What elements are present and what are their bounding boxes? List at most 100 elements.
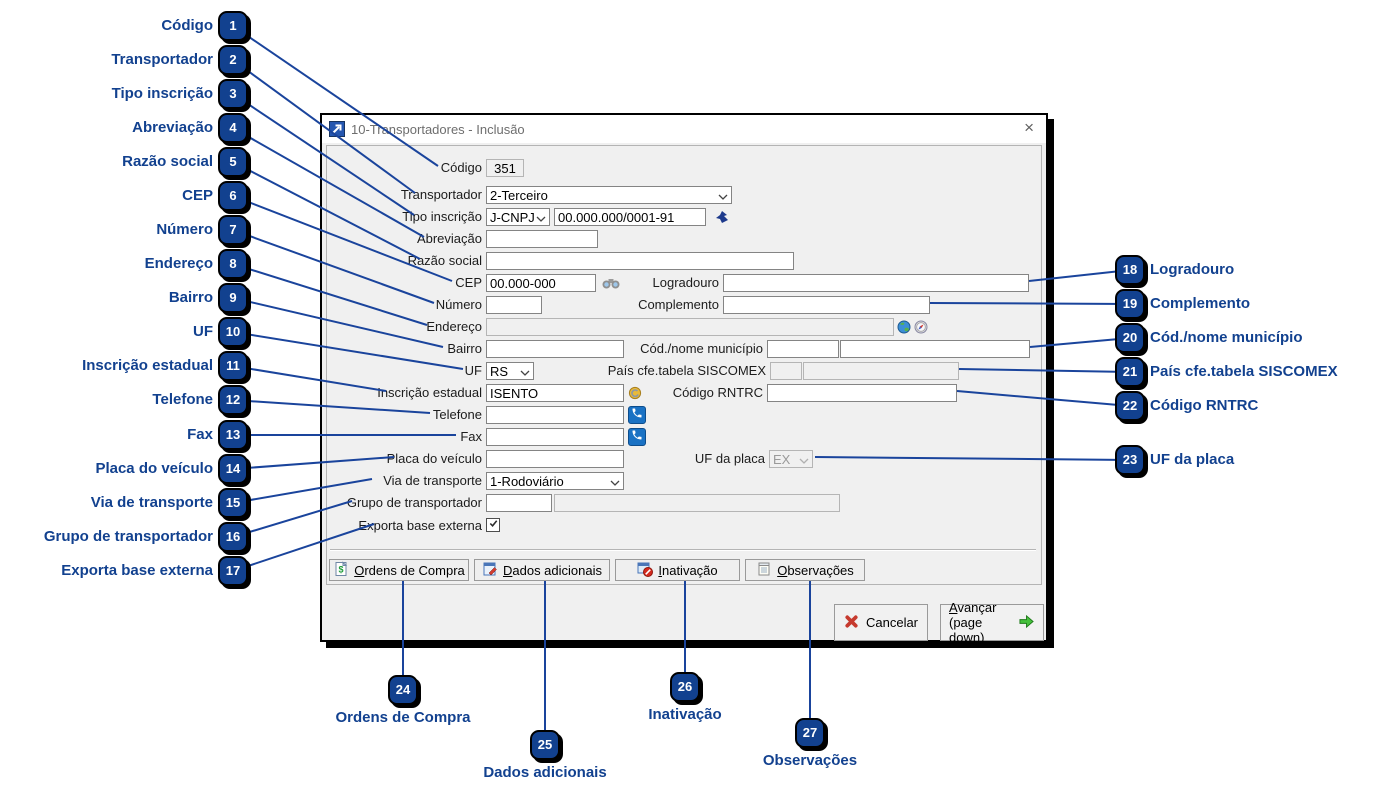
- chevron-down-icon: [536, 210, 546, 225]
- ordens-de-compra-button[interactable]: $ Ordens de Compra: [329, 559, 469, 581]
- via-transporte-select[interactable]: 1-Rodoviário: [486, 472, 624, 490]
- abreviacao-input[interactable]: [486, 230, 598, 248]
- exporta-base-externa-label: Exporta base externa: [358, 518, 482, 533]
- callout-label-16: Grupo de transportador: [43, 528, 213, 545]
- dados-adicionais-button[interactable]: Dados adicionais: [474, 559, 610, 581]
- callout-badge-13: 13: [218, 420, 248, 450]
- callout-badge-15: 15: [218, 488, 248, 518]
- grupo-codigo-input[interactable]: [486, 494, 552, 512]
- telefone-input[interactable]: [486, 406, 624, 424]
- ie-lookup-coin-icon[interactable]: [628, 385, 642, 401]
- grupo-nome-field[interactable]: [554, 494, 840, 512]
- chevron-down-icon: [718, 188, 728, 203]
- cnpj-lookup-icon[interactable]: [714, 209, 730, 225]
- edit-page-icon: [482, 561, 498, 580]
- complemento-input[interactable]: [723, 296, 930, 314]
- callout-label-10: UF: [193, 323, 213, 340]
- codigo-rntrc-label: Código RNTRC: [672, 385, 763, 400]
- callout-badge-21: 21: [1115, 357, 1145, 387]
- app-window-icon: [329, 121, 345, 137]
- municipio-codigo-input[interactable]: [767, 340, 839, 358]
- callout-label-13: Fax: [187, 426, 213, 443]
- exporta-base-externa-checkbox[interactable]: [486, 518, 500, 532]
- purchase-order-icon: $: [333, 560, 349, 580]
- chevron-down-icon: [610, 474, 620, 489]
- razao-social-label: Razão social: [407, 253, 482, 268]
- endereco-input[interactable]: [486, 318, 894, 336]
- callout-label-27: Observações: [762, 752, 858, 769]
- callout-label-22: Código RNTRC: [1150, 397, 1259, 414]
- pais-siscomex-nome-field[interactable]: [803, 362, 959, 380]
- svg-text:$: $: [339, 564, 344, 574]
- callout-badge-11: 11: [218, 351, 248, 381]
- callout-label-3: Tipo inscrição: [111, 85, 213, 102]
- callout-label-7: Número: [156, 221, 213, 238]
- avancar-button[interactable]: Avançar (page down): [940, 600, 1044, 645]
- callout-badge-22: 22: [1115, 391, 1145, 421]
- forward-arrow-icon: [1018, 614, 1035, 632]
- inscricao-estadual-input[interactable]: [486, 384, 624, 402]
- fax-input[interactable]: [486, 428, 624, 446]
- callout-label-1: Código: [161, 17, 213, 34]
- codigo-rntrc-input[interactable]: [767, 384, 957, 402]
- callout-label-6: CEP: [182, 187, 213, 204]
- municipio-nome-input[interactable]: [840, 340, 1030, 358]
- callout-label-11: Inscrição estadual: [82, 357, 213, 374]
- uf-label: UF: [464, 363, 482, 378]
- fax-label: Fax: [460, 429, 482, 444]
- tipo-inscricao-select[interactable]: J-CNPJ: [486, 208, 550, 226]
- fax-dial-button[interactable]: [628, 428, 646, 446]
- bairro-input[interactable]: [486, 340, 624, 358]
- cancelar-button[interactable]: Cancelar: [834, 604, 928, 641]
- logradouro-input[interactable]: [723, 274, 1029, 292]
- callout-badge-8: 8: [218, 249, 248, 279]
- phone-icon: [631, 406, 643, 424]
- callout-label-23: UF da placa: [1150, 451, 1235, 468]
- callout-badge-18: 18: [1115, 255, 1145, 285]
- callout-label-5: Razão social: [122, 153, 213, 170]
- callout-badge-16: 16: [218, 522, 248, 552]
- dialog-titlebar: 10-Transportadores - Inclusão ×: [322, 115, 1046, 143]
- numero-input[interactable]: [486, 296, 542, 314]
- grupo-transportador-label: Grupo de transportador: [346, 495, 482, 510]
- abreviacao-label: Abreviação: [416, 231, 482, 246]
- uf-placa-select[interactable]: EX: [769, 450, 813, 468]
- pais-siscomex-codigo-field[interactable]: [770, 362, 802, 380]
- placa-veiculo-label: Placa do veículo: [386, 451, 482, 466]
- cancel-x-icon: [844, 614, 859, 632]
- close-icon[interactable]: ×: [1024, 118, 1034, 137]
- razao-social-input[interactable]: [486, 252, 794, 270]
- cep-input[interactable]: [486, 274, 596, 292]
- placa-veiculo-input[interactable]: [486, 450, 624, 468]
- codigo-field[interactable]: [486, 159, 524, 177]
- dialog-title: 10-Transportadores - Inclusão: [351, 121, 525, 137]
- uf-placa-label: UF da placa: [694, 451, 765, 466]
- globe-icon[interactable]: [897, 319, 911, 335]
- uf-select[interactable]: RS: [486, 362, 534, 380]
- callout-label-2: Transportador: [111, 51, 213, 68]
- cnpj-number-input[interactable]: [554, 208, 706, 226]
- telefone-dial-button[interactable]: [628, 406, 646, 424]
- callout-label-4: Abreviação: [132, 119, 213, 136]
- callout-label-8: Endereço: [144, 255, 213, 272]
- callout-badge-23: 23: [1115, 445, 1145, 475]
- binoculars-icon[interactable]: [602, 275, 620, 291]
- observacoes-button[interactable]: Observações: [745, 559, 865, 581]
- transportador-select[interactable]: 2-Terceiro: [486, 186, 732, 204]
- compass-icon[interactable]: [914, 319, 928, 335]
- tipo-inscricao-label: Tipo inscrição: [402, 209, 482, 224]
- callout-label-14: Placa do veículo: [95, 460, 213, 477]
- callout-label-24: Ordens de Compra: [335, 709, 471, 726]
- logradouro-label: Logradouro: [652, 275, 720, 290]
- callout-label-21: País cfe.tabela SISCOMEX: [1150, 363, 1338, 380]
- callout-badge-27: 27: [795, 718, 825, 748]
- inativacao-button[interactable]: Inativação: [615, 559, 740, 581]
- callout-label-12: Telefone: [152, 391, 213, 408]
- callout-badge-5: 5: [218, 147, 248, 177]
- bairro-label: Bairro: [447, 341, 482, 356]
- callout-badge-17: 17: [218, 556, 248, 586]
- callout-badge-1: 1: [218, 11, 248, 41]
- callout-label-18: Logradouro: [1150, 261, 1235, 278]
- callout-badge-26: 26: [670, 672, 700, 702]
